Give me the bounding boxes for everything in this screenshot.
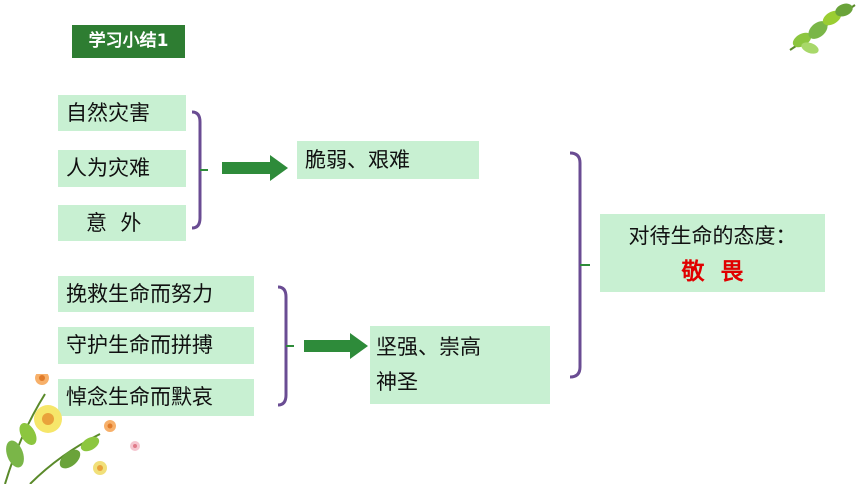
cause-label: 自然灾害: [66, 101, 150, 125]
action-label: 挽救生命而努力: [66, 282, 213, 306]
action-box-rescue: 挽救生命而努力: [58, 276, 254, 312]
result-box-fragile: 脆弱、艰难: [297, 141, 479, 179]
flower-decoration-icon: [4, 374, 140, 484]
bracket-main: [569, 151, 582, 379]
result-label-line2: 神圣: [376, 370, 418, 394]
leaf-decoration-icon: [789, 3, 856, 54]
conclusion-answer: 敬 畏: [681, 259, 744, 285]
cause-label: 意 外: [86, 211, 142, 235]
cause-box-man-made-disaster: 人为灾难: [58, 150, 186, 187]
cause-box-accident: 意 外: [58, 205, 186, 241]
result-label-line1: 坚强、崇高: [376, 335, 481, 359]
action-label: 守护生命而拼搏: [66, 333, 213, 357]
cause-label: 人为灾难: [66, 156, 150, 180]
cause-box-natural-disaster: 自然灾害: [58, 95, 186, 131]
result-label: 脆弱、艰难: [305, 148, 410, 172]
arrow-group2: [304, 333, 368, 359]
bracket-group2: [277, 285, 288, 407]
action-box-mourn: 悼念生命而默哀: [58, 379, 254, 416]
section-title-badge: 学习小结1: [72, 25, 185, 58]
conclusion-box: 对待生命的态度： 敬 畏: [600, 214, 825, 292]
result-box-strong: 坚强、崇高 神圣: [370, 326, 550, 404]
conclusion-label: 对待生命的态度：: [628, 224, 797, 248]
action-box-protect: 守护生命而拼搏: [58, 327, 254, 364]
action-label: 悼念生命而默哀: [66, 385, 213, 409]
bracket-group1: [191, 110, 202, 230]
arrow-group1: [222, 155, 288, 181]
